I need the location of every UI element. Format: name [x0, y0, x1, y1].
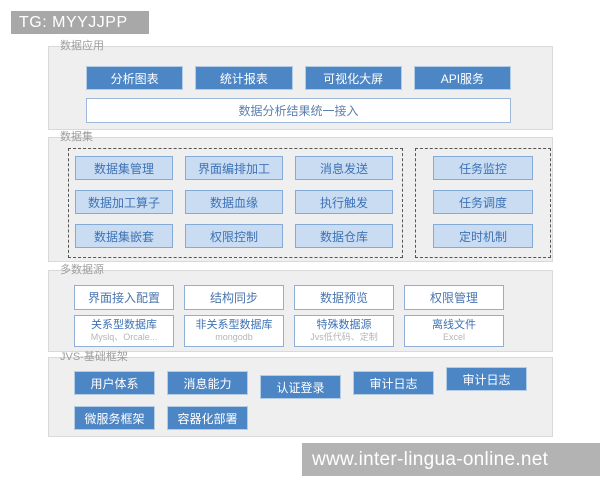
header-tag-badge: TG: MYYJJPP — [11, 11, 149, 34]
framework-row-2: 微服务框架 容器化部署 — [74, 406, 248, 430]
app-button-row: 分析图表 统计报表 可视化大屏 API服务 — [86, 66, 511, 90]
block-dataset-management: 数据集管理 — [75, 156, 173, 180]
section-dataset-label: 数据集 — [60, 131, 93, 143]
section-data-application: 数据应用 分析图表 统计报表 可视化大屏 API服务 数据分析结果统一接入 — [48, 40, 553, 130]
block-non-relational-database: 非关系型数据库 mongodb — [184, 315, 284, 347]
block-audit-log-1: 审计日志 — [353, 371, 434, 395]
block-auth-login: 认证登录 — [260, 375, 341, 399]
block-message-sending: 消息发送 — [295, 156, 393, 180]
block-api-service: API服务 — [413, 66, 511, 90]
block-permission-control: 权限控制 — [185, 224, 283, 248]
block-execution-trigger: 执行触发 — [295, 190, 393, 214]
non-relational-database-title: 非关系型数据库 — [195, 319, 273, 331]
relational-database-sub: Myslq、Orcale... — [90, 332, 158, 342]
block-relational-database: 关系型数据库 Myslq、Orcale... — [74, 315, 174, 347]
block-data-preview: 数据预览 — [294, 285, 394, 310]
block-statistical-reports: 统计报表 — [195, 66, 293, 90]
block-visualization-screen: 可视化大屏 — [304, 66, 402, 90]
dataset-main-group: 数据集管理 界面编排加工 消息发送 数据加工算子 数据血缘 执行触发 数据集嵌套… — [68, 148, 403, 258]
block-ui-orchestration-process: 界面编排加工 — [185, 156, 283, 180]
block-user-system: 用户体系 — [74, 371, 155, 395]
block-task-monitoring: 任务监控 — [433, 156, 533, 180]
section-multi-datasource: 多数据源 界面接入配置 结构同步 数据预览 权限管理 关系型数据库 Myslq、… — [48, 264, 553, 352]
block-timing-mechanism: 定时机制 — [433, 224, 533, 248]
special-datasource-title: 特殊数据源 — [316, 319, 372, 331]
block-data-lineage: 数据血缘 — [185, 190, 283, 214]
watermark-url: www.inter-lingua-online.net — [302, 443, 600, 476]
section-jvs-base-framework-label: JVS-基础框架 — [60, 351, 128, 363]
block-microservice-framework: 微服务框架 — [74, 406, 155, 430]
block-structure-sync: 结构同步 — [184, 285, 284, 310]
dataset-row-3: 数据集嵌套 权限控制 数据仓库 — [75, 224, 402, 248]
block-task-scheduling: 任务调度 — [433, 190, 533, 214]
offline-file-title: 离线文件 — [432, 319, 476, 331]
block-audit-log-2: 审计日志 — [446, 367, 527, 391]
block-data-warehouse: 数据仓库 — [295, 224, 393, 248]
dataset-row-1: 数据集管理 界面编排加工 消息发送 — [75, 156, 402, 180]
relational-database-title: 关系型数据库 — [91, 319, 157, 331]
block-offline-file: 离线文件 Excel — [404, 315, 504, 347]
special-datasource-sub: Jvs低代码、定制 — [310, 332, 378, 342]
block-ui-access-config: 界面接入配置 — [74, 285, 174, 310]
block-dataset-nesting: 数据集嵌套 — [75, 224, 173, 248]
block-permission-management: 权限管理 — [404, 285, 504, 310]
datasource-type-row: 关系型数据库 Myslq、Orcale... 非关系型数据库 mongodb 特… — [74, 315, 504, 347]
dataset-row-2: 数据加工算子 数据血缘 执行触发 — [75, 190, 402, 214]
block-data-processing-operator: 数据加工算子 — [75, 190, 173, 214]
section-data-application-label: 数据应用 — [60, 40, 104, 52]
block-message-capability: 消息能力 — [167, 371, 248, 395]
block-special-datasource: 特殊数据源 Jvs低代码、定制 — [294, 315, 394, 347]
datasource-feature-row: 界面接入配置 结构同步 数据预览 权限管理 — [74, 285, 504, 310]
offline-file-sub: Excel — [442, 332, 465, 342]
block-containerized-deployment: 容器化部署 — [167, 406, 248, 430]
dataset-task-group: 任务监控 任务调度 定时机制 — [415, 148, 551, 258]
framework-row-1: 用户体系 消息能力 认证登录 审计日志 审计日志 — [74, 367, 527, 399]
section-multi-datasource-label: 多数据源 — [60, 264, 104, 276]
banner-unified-result-access: 数据分析结果统一接入 — [86, 98, 511, 123]
block-analysis-charts: 分析图表 — [86, 66, 184, 90]
section-dataset: 数据集 数据集管理 界面编排加工 消息发送 数据加工算子 数据血缘 执行触发 数… — [48, 131, 553, 262]
non-relational-database-sub: mongodb — [215, 332, 253, 342]
section-jvs-base-framework: JVS-基础框架 用户体系 消息能力 认证登录 审计日志 审计日志 微服务框架 … — [48, 351, 553, 437]
